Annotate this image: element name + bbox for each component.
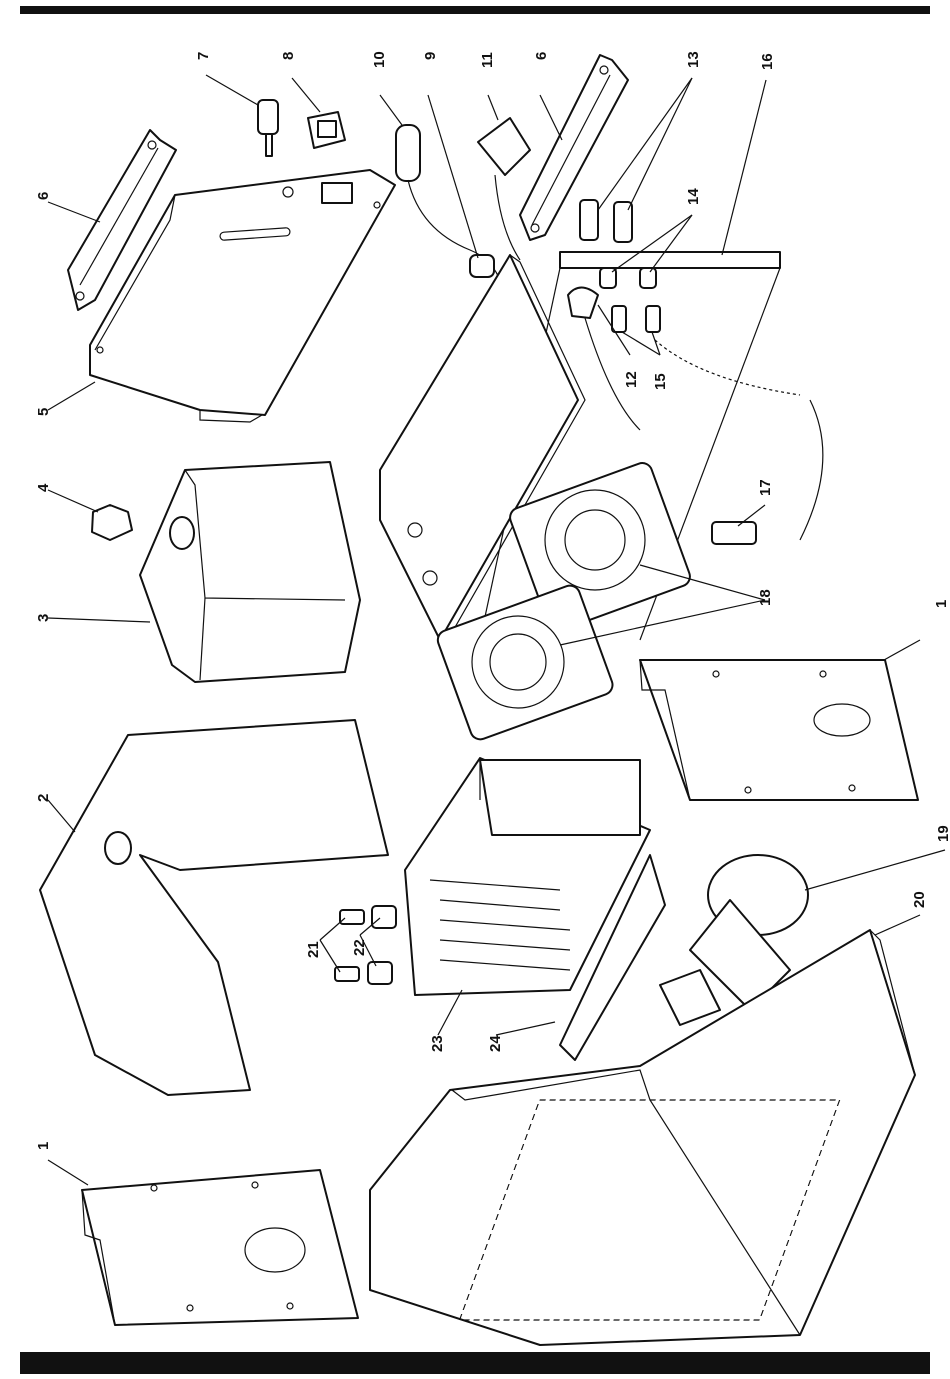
label-10: 10 [371, 51, 388, 68]
label-13: 13 [685, 51, 702, 68]
water-tank [140, 462, 360, 682]
label-6-right: 6 [533, 52, 550, 60]
label-8: 8 [280, 52, 297, 60]
label-14: 14 [685, 188, 702, 205]
label-4: 4 [35, 483, 52, 492]
tank-cap [92, 505, 132, 540]
bracket-right [520, 55, 628, 240]
mains-plug [478, 118, 530, 260]
label-23: 23 [429, 1035, 446, 1052]
label-16: 16 [759, 53, 776, 70]
label-1-lower: 1 [35, 1142, 52, 1150]
side-panel-right [640, 660, 918, 800]
label-12: 12 [623, 371, 640, 388]
label-24: 24 [487, 1035, 504, 1052]
label-2: 2 [35, 794, 52, 802]
label-22: 22 [351, 939, 368, 956]
label-21: 21 [305, 941, 322, 958]
quick-couplings [580, 200, 632, 242]
label-3: 3 [35, 614, 52, 622]
bottom-border-bar [20, 1352, 930, 1374]
label-7: 7 [195, 52, 212, 60]
side-panel-left [82, 1170, 358, 1325]
label-17: 17 [757, 479, 774, 496]
label-15: 15 [652, 373, 669, 390]
hose-valve [655, 340, 823, 544]
label-19: 19 [935, 825, 950, 842]
label-6-left: 6 [35, 192, 52, 200]
label-9: 9 [422, 52, 439, 60]
bent-cover [40, 720, 388, 1095]
label-5: 5 [35, 408, 52, 416]
label-20: 20 [911, 891, 928, 908]
fuse-holder [258, 100, 278, 156]
label-18: 18 [757, 589, 774, 606]
label-11: 11 [479, 52, 496, 68]
label-1-right: 1 [933, 600, 950, 608]
rocker-switch [308, 112, 345, 148]
